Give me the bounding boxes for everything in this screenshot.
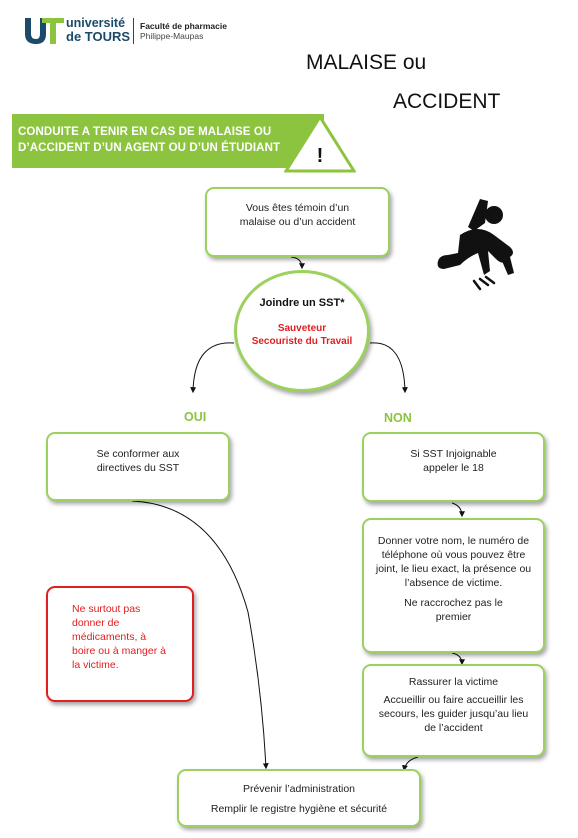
prevenir-line1: Prévenir l’administration xyxy=(242,783,356,795)
label-non: NON xyxy=(384,411,412,425)
rassurer-box: Rassurer la victime Accueillir ou faire … xyxy=(362,664,545,757)
injoignable-line1: Si SST Injoignable xyxy=(410,448,497,460)
logo-faculte: Faculté de pharmacie xyxy=(140,21,227,31)
conformer-line1: Se conformer aux xyxy=(96,448,180,460)
warning-box: Ne surtout pas donner de médicaments, à … xyxy=(46,586,194,702)
warning-text: Ne surtout pas donner de médicaments, à … xyxy=(72,603,166,671)
warning-symbol: ! xyxy=(317,145,324,167)
banner-text: CONDUITE A TENIR EN CAS DE MALAISE OU D’… xyxy=(18,124,308,156)
university-logo: université de TOURS Faculté de pharmacie… xyxy=(22,14,232,50)
donner-para2: Ne raccrochez pas le premier xyxy=(404,597,503,623)
injoignable-box: Si SST Injoignable appeler le 18 xyxy=(362,432,545,502)
ut-logo-icon xyxy=(25,18,64,44)
sst-title: Joindre un SST* xyxy=(259,297,345,309)
rassurer-para2: Accueillir ou faire accueillir les secou… xyxy=(378,694,529,734)
banner xyxy=(12,114,324,168)
prevenir-box: Prévenir l’administration Remplir le reg… xyxy=(177,769,421,827)
sst-circle: Joindre un SST* Sauveteur Secouriste du … xyxy=(234,270,370,392)
banner-line2: D’ACCIDENT D’UN AGENT OU D’UN ÉTUDIANT xyxy=(18,142,281,154)
logo-lieu: Philippe-Maupas xyxy=(140,31,204,41)
prevenir-line2: Remplir le registre hygiène et sécurité xyxy=(210,803,388,815)
title-line1: MALAISE ou xyxy=(306,51,427,74)
falling-person-icon xyxy=(437,199,514,291)
label-oui: OUI xyxy=(184,410,207,424)
logo-tours: de TOURS xyxy=(66,29,131,44)
title-line2: ACCIDENT xyxy=(393,90,501,113)
sst-subtitle: Sauveteur Secouriste du Travail xyxy=(251,323,353,347)
conformer-line2: directives du SST xyxy=(96,462,180,474)
temoin-box: Vous êtes témoin d’un malaise ou d’un ac… xyxy=(205,187,390,257)
conformer-box: Se conformer aux directives du SST xyxy=(46,432,230,501)
temoin-line2: malaise ou d’un accident xyxy=(239,216,356,228)
banner-line1: CONDUITE A TENIR EN CAS DE MALAISE OU xyxy=(18,126,272,138)
logo-universite: université xyxy=(66,16,126,30)
temoin-line1: Vous êtes témoin d’un xyxy=(245,202,350,214)
donner-box: Donner votre nom, le numéro de téléphone… xyxy=(362,518,545,653)
logo-separator xyxy=(133,18,134,44)
rassurer-para1: Rassurer la victime xyxy=(408,676,499,688)
donner-para1: Donner votre nom, le numéro de téléphone… xyxy=(375,535,532,589)
warning-triangle-icon: ! xyxy=(284,115,356,173)
injoignable-line2: appeler le 18 xyxy=(423,462,484,474)
